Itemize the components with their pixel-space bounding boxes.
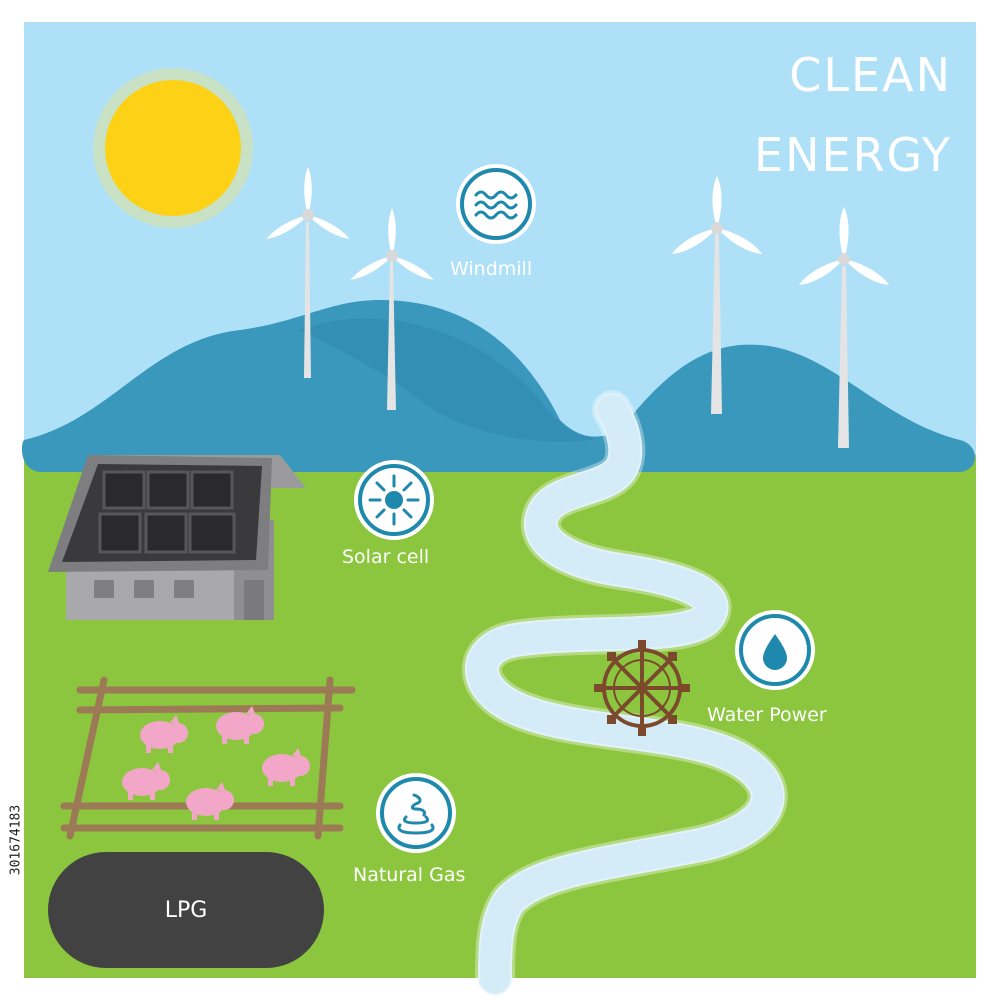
gas-swirl-icon [376, 773, 456, 853]
solar-house [48, 455, 306, 620]
lpg-tank: LPG [48, 852, 324, 968]
windmill-label: Windmill [450, 258, 533, 280]
water-power-label: Water Power [707, 704, 827, 726]
natural-gas-label: Natural Gas [353, 864, 466, 886]
sun-icon [93, 68, 253, 228]
river-water [466, 395, 783, 993]
solar-cell-label: Solar cell [342, 546, 430, 568]
pig [122, 706, 310, 820]
lpg-label: LPG [164, 897, 208, 923]
windmill [671, 176, 763, 414]
hills-shade [300, 318, 600, 442]
stock-id: 301674183 [4, 740, 28, 940]
wave-icon [456, 164, 536, 244]
title-line-2: ENERGY [754, 128, 952, 182]
water-drop-icon [735, 610, 815, 690]
stock-id-text: 301674183 [8, 804, 24, 876]
windmill [266, 167, 350, 378]
pig-farm [60, 676, 356, 840]
solar-panel [98, 470, 236, 554]
water-wheel [594, 640, 690, 736]
sun-icon [354, 460, 434, 540]
title-line-1: CLEAN [789, 48, 952, 102]
windmill [350, 208, 434, 410]
windmill [798, 207, 890, 448]
